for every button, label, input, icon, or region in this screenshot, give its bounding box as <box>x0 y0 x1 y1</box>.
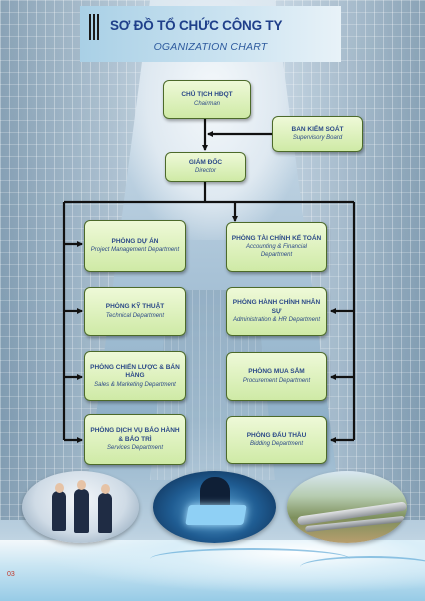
node-project-department: PHÒNG DỰ ÁN Project Management Departmen… <box>84 220 186 272</box>
node-sales-en: Sales & Marketing Department <box>94 381 176 388</box>
tablet-technology-photo <box>153 471 276 543</box>
node-finance-en: Accounting & Financial Department <box>245 244 308 259</box>
node-services-vi: PHÒNG DỊCH VỤ BẢO HÀNH & BẢO TRÌ <box>90 427 180 443</box>
node-supervisory-vi: BAN KIỂM SOÁT <box>291 125 344 133</box>
page-title: SƠ ĐỒ TỔ CHỨC CÔNG TY <box>110 18 283 33</box>
node-bidding-vi: PHÒNG ĐẤU THẦU <box>246 431 307 439</box>
node-project-vi: PHÒNG DỰ ÁN <box>111 237 159 245</box>
node-supervisory-board: BAN KIỂM SOÁT Supervisory Board <box>272 116 363 152</box>
node-chairman: CHỦ TỊCH HĐQT Chairman <box>163 80 251 119</box>
node-technical-department: PHÒNG KỸ THUẬT Technical Department <box>84 287 186 336</box>
node-procurement-department: PHÒNG MUA SẮM Procurement Department <box>226 352 327 401</box>
page-subtitle: OGANIZATION CHART <box>153 41 268 53</box>
node-admin-en: Administration & HR Department <box>232 317 321 323</box>
node-admin-department: PHÒNG HÀNH CHÍNH NHÂN SỰ Administration … <box>226 287 327 336</box>
node-technical-vi: PHÒNG KỸ THUẬT <box>105 303 165 311</box>
barcode-icon <box>89 14 101 40</box>
node-bidding-en: Bidding Department <box>249 441 304 448</box>
node-sales-vi: PHÒNG CHIẾN LƯỢC & BÁN HÀNG <box>90 363 180 380</box>
node-director-vi: GIÁM ĐỐC <box>188 158 223 166</box>
node-finance-department: PHÒNG TÀI CHÍNH KẾ TOÁN Accounting & Fin… <box>226 222 327 272</box>
node-procurement-vi: PHÒNG MUA SẮM <box>248 368 305 376</box>
pipeline-construction-photo <box>287 471 407 543</box>
node-finance-vi: PHÒNG TÀI CHÍNH KẾ TOÁN <box>231 234 322 242</box>
node-chairman-vi: CHỦ TỊCH HĐQT <box>181 91 233 99</box>
node-procurement-en: Procurement Department <box>242 377 311 384</box>
node-project-en: Project Management Department <box>90 247 180 254</box>
node-sales-department: PHÒNG CHIẾN LƯỢC & BÁN HÀNG Sales & Mark… <box>84 351 186 401</box>
node-services-department: PHÒNG DỊCH VỤ BẢO HÀNH & BẢO TRÌ Service… <box>84 414 186 465</box>
node-supervisory-en: Supervisory Board <box>292 135 343 142</box>
water-wave <box>300 556 425 578</box>
node-director: GIÁM ĐỐC Director <box>165 152 246 182</box>
node-services-en: Services Department <box>106 445 164 451</box>
node-admin-vi: PHÒNG HÀNH CHÍNH NHÂN SỰ <box>232 299 321 315</box>
water-wave <box>150 548 350 570</box>
node-bidding-department: PHÒNG ĐẤU THẦU Bidding Department <box>226 416 327 464</box>
node-technical-en: Technical Department <box>105 312 165 319</box>
title-banner: SƠ ĐỒ TỔ CHỨC CÔNG TY OGANIZATION CHART <box>80 6 341 62</box>
business-meeting-photo <box>22 471 139 543</box>
page-number: 03 <box>7 571 15 578</box>
node-chairman-en: Chairman <box>193 100 220 107</box>
node-director-en: Director <box>194 168 216 175</box>
